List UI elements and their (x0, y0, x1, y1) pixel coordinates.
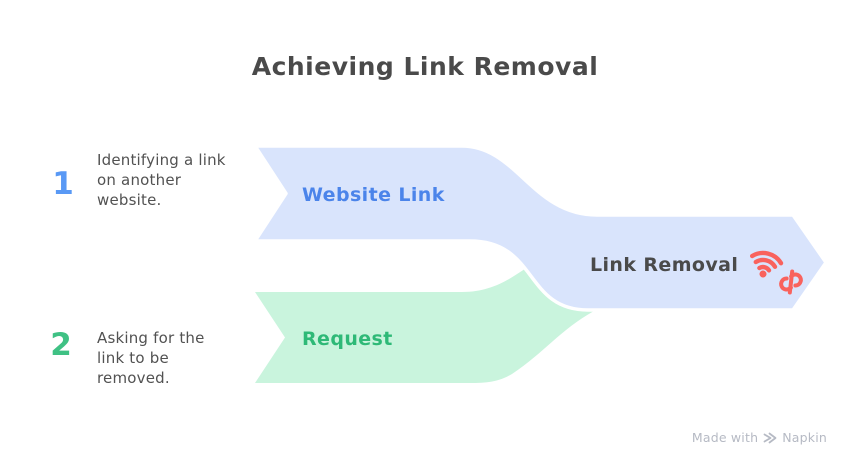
broken-link-glyph (779, 269, 803, 295)
made-with-napkin-link[interactable]: Made with Napkin (692, 430, 827, 445)
step-2-description: Asking for the link to be removed. (97, 329, 205, 387)
wifi-arcs (749, 250, 784, 278)
step-1-number: 1 (52, 166, 74, 202)
step-2-number: 2 (50, 327, 72, 363)
wifi-link-removal-icon (749, 250, 803, 295)
made-with-text: Made with (691, 430, 759, 445)
step-1-description: Identifying a link on another website. (97, 151, 226, 209)
brand-text: Napkin (782, 430, 827, 445)
napkin-logo-icon (763, 432, 777, 443)
page-title: Achieving Link Removal (251, 52, 599, 81)
wifi-dot (759, 270, 767, 278)
request-label: Request (302, 328, 393, 350)
link-removal-label: Link Removal (590, 254, 739, 276)
website-link-band-shape (253, 144, 828, 312)
website-link-label: Website Link (302, 184, 445, 206)
